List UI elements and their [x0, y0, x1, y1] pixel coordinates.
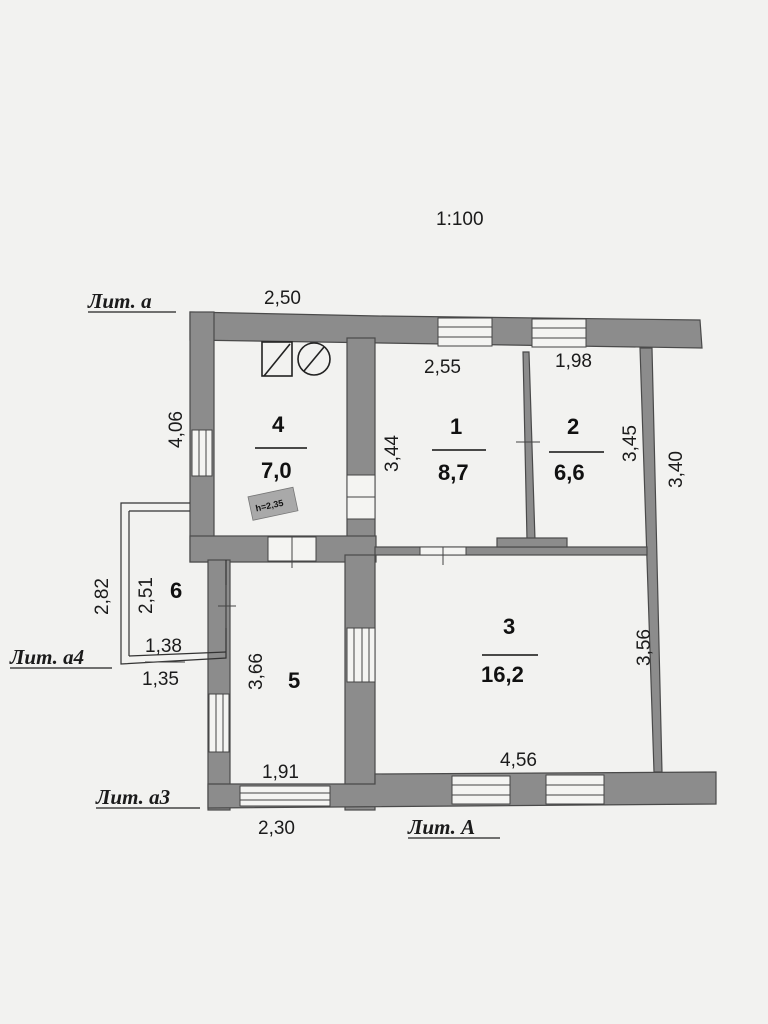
dim-r6-bottom-inner: 1,38 [145, 636, 182, 657]
room-5-label: 5 [288, 668, 300, 693]
doors [145, 441, 540, 683]
label-lit-a4: Лит. а4 [9, 645, 84, 669]
label-lit-a3: Лит. а3 [95, 785, 170, 809]
dim-r5-bottom: 1,91 [262, 762, 299, 783]
room-3-label: 3 16,2 [481, 614, 538, 687]
wall-right-r4 [346, 337, 376, 561]
door-r1-r3 [419, 546, 467, 565]
dim-r4-left: 4,06 [166, 411, 187, 448]
wall-r1-r3 [374, 546, 648, 556]
label-lit-a: Лит. а [87, 289, 152, 313]
window-r5-left [208, 693, 230, 753]
svg-text:16,2: 16,2 [481, 662, 524, 687]
window-r3-bottom-2 [545, 774, 605, 805]
svg-text:8,7: 8,7 [438, 460, 469, 485]
dim-r3-bottom: 4,56 [500, 750, 537, 771]
wall-right [639, 347, 663, 773]
wall-a4-inner-bottom [128, 651, 227, 657]
svg-text:7,0: 7,0 [261, 458, 292, 483]
room-1-label: 1 8,7 [432, 414, 486, 485]
dim-r1-top: 2,55 [424, 357, 461, 378]
door-r4-r5 [267, 536, 317, 568]
dim-r5-left: 3,66 [246, 653, 267, 690]
dim-r1-left: 3,44 [382, 435, 403, 472]
wall-r1-r2-foot [496, 537, 568, 548]
svg-text:1: 1 [450, 414, 462, 439]
door-r6-r5 [218, 585, 236, 628]
room-6-label: 6 [170, 578, 182, 603]
dim-a4-outer: 2,82 [92, 578, 113, 615]
dim-r6-left: 2,51 [136, 577, 157, 614]
svg-text:2: 2 [567, 414, 579, 439]
window-top-2 [531, 318, 587, 348]
svg-text:5: 5 [288, 668, 300, 693]
dim-outer-right: 3,40 [666, 451, 687, 488]
window-r4-left [191, 429, 213, 477]
dim-r2-top: 1,98 [555, 351, 592, 372]
gas-meter-icon [297, 342, 331, 376]
scale-label: 1:100 [436, 209, 484, 230]
boiler-icon [261, 341, 293, 377]
svg-text:4: 4 [272, 412, 285, 437]
height-tag: h=2,35 [247, 486, 299, 521]
dim-r2-right: 3,45 [620, 425, 641, 462]
dim-r3-right: 3,56 [634, 629, 655, 666]
dim-a3-bottom: 2,30 [258, 818, 295, 839]
door-r5-r3 [346, 627, 376, 683]
svg-text:3: 3 [503, 614, 515, 639]
svg-text:6: 6 [170, 578, 182, 603]
room-4-label: 4 7,0 [255, 412, 307, 483]
window-r3-bottom-1 [451, 775, 511, 805]
wall-left-r5 [207, 559, 231, 811]
door-r4-r1 [346, 474, 376, 520]
window-r5-bottom [239, 785, 331, 807]
wall-r1-r2 [522, 351, 536, 541]
room-2-label: 2 6,6 [549, 414, 604, 485]
dim-top-lit-a: 2,50 [264, 288, 301, 309]
dim-r6-bottom-outer: 1,35 [142, 669, 179, 690]
svg-text:6,6: 6,6 [554, 460, 585, 485]
window-top-1 [437, 317, 493, 347]
label-lit-A: Лит. А [407, 815, 475, 839]
windows [191, 317, 605, 807]
